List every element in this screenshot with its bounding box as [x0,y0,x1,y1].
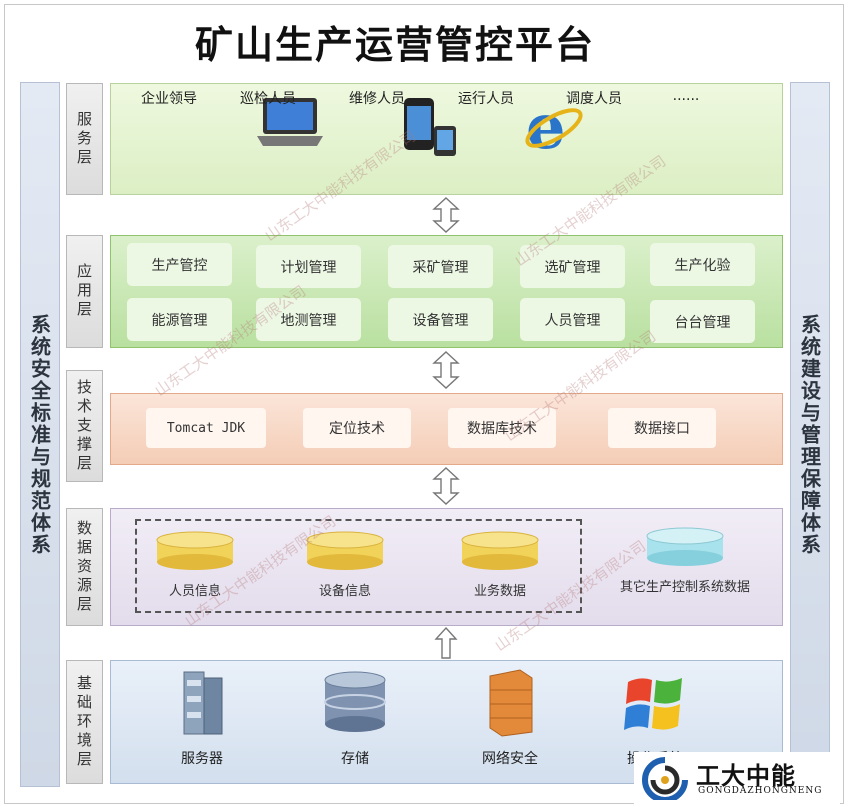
diagram-frame [4,4,844,804]
app-personnel: 人员管理 [520,298,625,341]
database-icon [646,527,724,566]
left-side-bar: 系统安全标准与规范体系 [20,82,60,787]
company-logo: 工大中能 GONGDAZHONGNENG [634,752,840,804]
service-item-leader: 企业领导 [141,91,197,107]
tech-positioning: 定位技术 [303,408,411,448]
laptop-icon [257,98,323,146]
env-server: 服务器 [147,668,257,768]
page-title: 矿山生产运营管控平台 [194,22,595,67]
logo-brand: 工大中能 [696,761,796,790]
database-icon [461,531,539,570]
tech-database: 数据库技术 [448,408,556,448]
app-production-control: 生产管控 [127,243,232,286]
double-arrow-icon [432,197,460,233]
layer-label-service: 服务层 [66,83,103,195]
app-mining: 采矿管理 [388,245,493,288]
env-storage: 存储 [300,668,410,768]
layer-label-technology: 技术支撑层 [66,370,103,482]
right-side-bar: 系统建设与管理保障体系 [790,82,830,787]
windows-icon [624,678,682,730]
service-item-inspector: 巡检人员 [240,91,296,107]
phone-icon [404,98,456,156]
service-item-operator: 运行人员 [458,91,514,107]
app-lab-test: 生产化验 [650,243,755,286]
service-item-more: ...... [672,88,700,104]
technology-layer-panel: Tomcat JDK 定位技术 数据库技术 数据接口 [110,393,783,465]
layer-label-application: 应用层 [66,235,103,348]
up-arrow-icon [434,626,458,659]
layer-label-environment: 基础环境层 [66,660,103,784]
db-business-data: 业务数据 [455,530,545,599]
database-icon [156,531,234,570]
app-beneficiation: 选矿管理 [520,245,625,288]
env-network-security: 网络安全 [455,668,565,768]
service-layer-panel [110,83,783,195]
logo-subtitle: GONGDAZHONGNENG [698,786,823,796]
database-icon [306,531,384,570]
app-equipment: 设备管理 [388,298,493,341]
layer-label-data: 数据资源层 [66,508,103,626]
service-item-dispatcher: 调度人员 [566,91,622,107]
app-survey: 地测管理 [256,298,361,341]
tech-data-interface: 数据接口 [608,408,716,448]
storage-icon [324,671,386,732]
db-other-systems: 其它生产控制系统数据 [600,526,770,595]
service-item-maintenance: 维修人员 [349,91,405,107]
double-arrow-icon [432,351,460,389]
ie-browser-icon: e [525,94,583,158]
app-ledger: 台台管理 [650,300,755,343]
app-energy: 能源管理 [127,298,232,341]
logo-swirl-icon [642,757,688,800]
tech-tomcat-jdk: Tomcat JDK [146,408,266,448]
right-side-label: 系统建设与管理保障体系 [797,313,822,556]
server-icon [183,671,223,735]
app-planning: 计划管理 [256,245,361,288]
double-arrow-icon [432,467,460,505]
db-personnel-info: 人员信息 [150,530,240,599]
core-data-group [135,519,582,613]
db-equipment-info: 设备信息 [300,530,390,599]
left-side-label: 系统安全标准与规范体系 [27,313,52,556]
firewall-icon [489,669,533,737]
